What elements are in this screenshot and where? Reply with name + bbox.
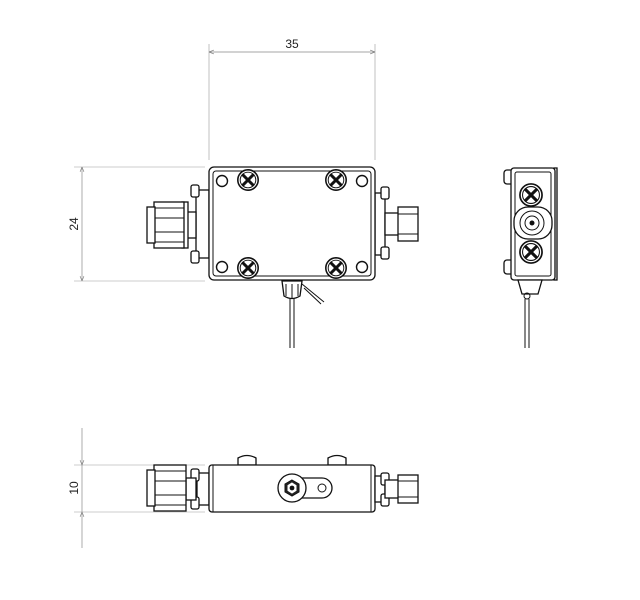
bottom-view: 10 bbox=[67, 428, 419, 548]
screw-head bbox=[237, 454, 257, 466]
width-dimension: 35 bbox=[208, 37, 376, 160]
left-connector bbox=[146, 184, 210, 264]
height-dimension: 24 bbox=[67, 166, 205, 282]
screw-icon bbox=[236, 256, 260, 280]
coax-port bbox=[513, 206, 553, 240]
bottom-left-connector bbox=[146, 464, 210, 512]
screw-icon bbox=[518, 182, 544, 208]
mounting-hole-icon bbox=[215, 260, 229, 274]
screw-icon bbox=[236, 168, 260, 192]
bottom-right-connector bbox=[374, 472, 419, 507]
mounting-hole-icon bbox=[215, 174, 229, 188]
top-view: 35 24 bbox=[67, 37, 419, 348]
side-view bbox=[503, 167, 558, 348]
screw-head bbox=[327, 454, 347, 466]
screw-icon bbox=[518, 239, 544, 265]
right-connector bbox=[374, 186, 419, 260]
width-label: 35 bbox=[285, 37, 299, 51]
side-wire bbox=[517, 279, 543, 348]
height-label: 24 bbox=[67, 217, 81, 231]
bottom-terminal bbox=[277, 473, 333, 503]
screw-icon bbox=[324, 168, 348, 192]
mounting-hole-icon bbox=[355, 174, 369, 188]
mounting-hole-icon bbox=[355, 260, 369, 274]
screw-icon bbox=[324, 256, 348, 280]
depth-label: 10 bbox=[67, 481, 81, 495]
body-top bbox=[208, 166, 376, 281]
wire-terminal bbox=[281, 280, 325, 348]
